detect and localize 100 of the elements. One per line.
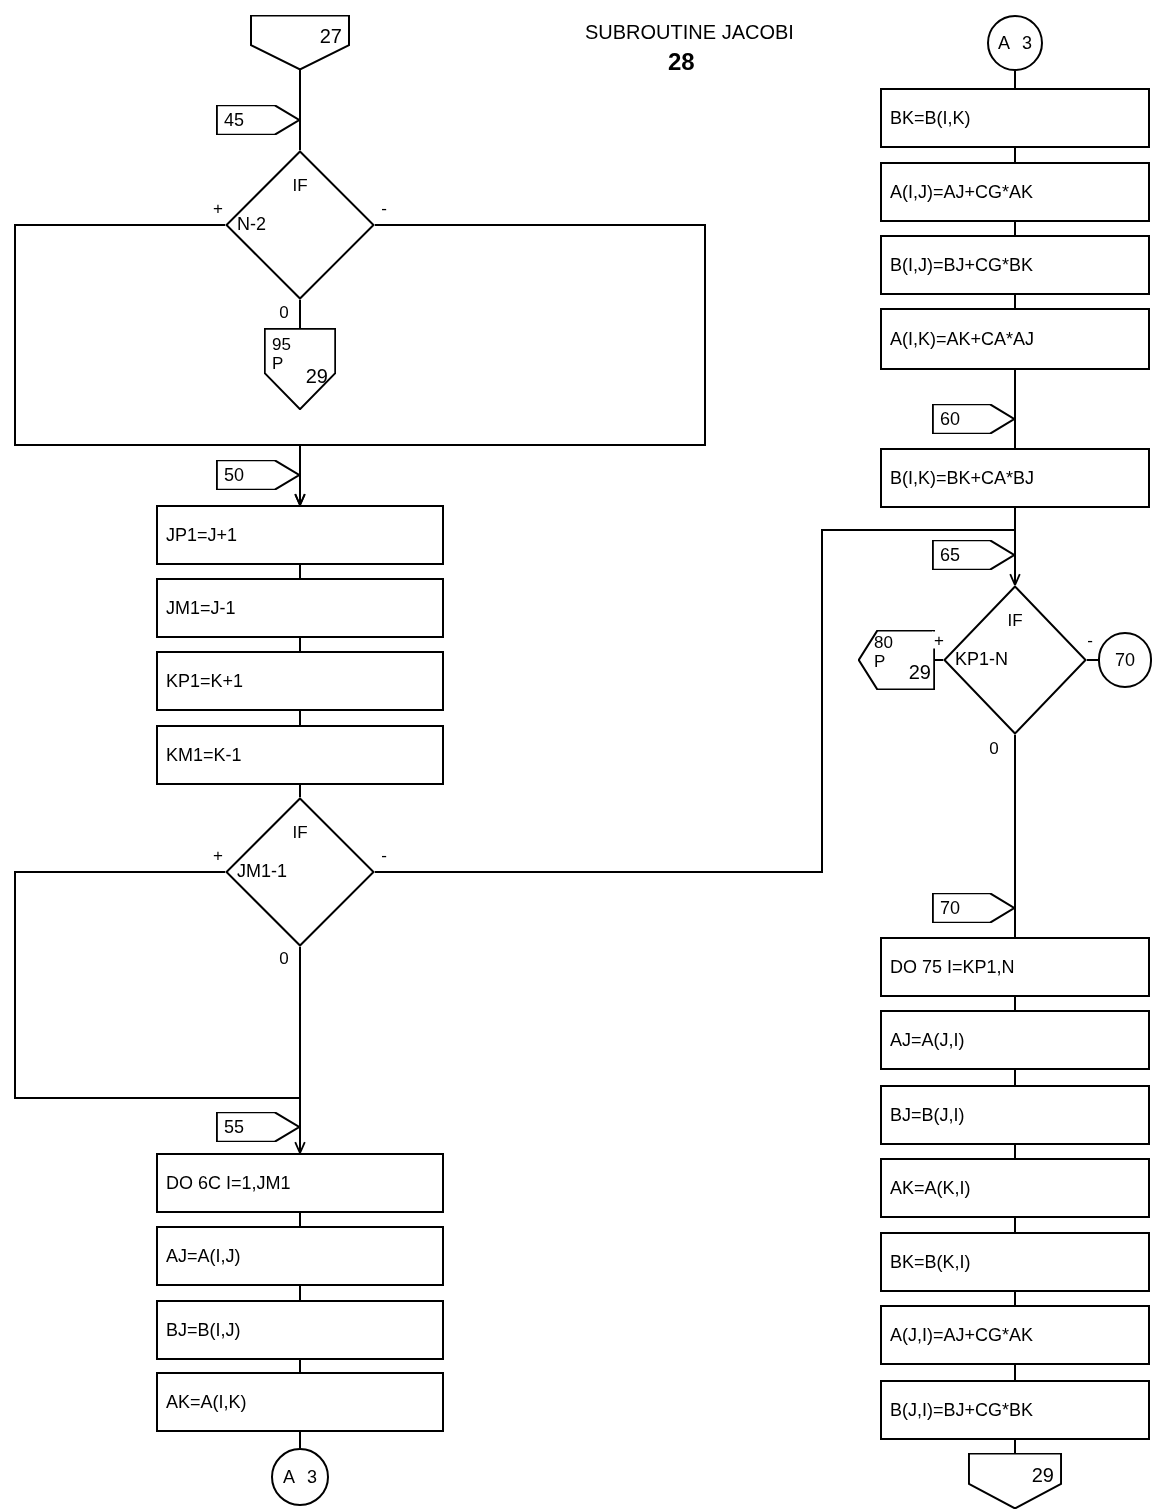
flow-line — [299, 1359, 301, 1373]
connector-label: A — [283, 1468, 295, 1486]
page-number: 29 — [1031, 1465, 1054, 1485]
page-number: 27 — [319, 26, 342, 46]
offpage-connector — [858, 630, 935, 690]
statement-text: B(I,K)=BK+CA*BJ — [890, 469, 1036, 487]
statement-text: JP1=J+1 — [166, 526, 239, 544]
connector-label: P — [874, 653, 887, 670]
flow-line — [1014, 70, 1016, 89]
flow-line — [1014, 147, 1016, 163]
branch-label: + — [932, 631, 946, 649]
flow-line — [299, 1212, 301, 1227]
statement-text: AK=A(K,I) — [890, 1179, 972, 1197]
if-keyword: IF — [1007, 611, 1023, 630]
process-box — [156, 1300, 444, 1360]
process-box — [156, 1372, 444, 1432]
process-box — [880, 88, 1150, 148]
entry-label-flag — [216, 460, 300, 490]
statement-text: AJ=A(J,I) — [890, 1031, 966, 1049]
flow-line — [299, 784, 301, 798]
process-box — [156, 725, 444, 785]
flow-line — [1014, 734, 1016, 938]
statement-number: 65 — [940, 546, 961, 564]
process-box — [880, 235, 1150, 295]
connector-label: 70 — [1115, 651, 1135, 669]
flow-line — [294, 224, 706, 506]
flow-line — [14, 871, 306, 1154]
entry-label-flag — [932, 540, 1015, 570]
branch-label: 0 — [277, 303, 291, 321]
flow-line — [1014, 221, 1016, 236]
statement-text: BK=B(K,I) — [890, 1253, 972, 1271]
offpage-connector — [264, 328, 336, 410]
flow-line — [1014, 1364, 1016, 1381]
flow-line — [299, 637, 301, 652]
statement-text: A(I,J)=AJ+CG*AK — [890, 183, 1035, 201]
statement-text: BJ=B(I,J) — [166, 1321, 242, 1339]
flow-line — [1014, 1217, 1016, 1233]
process-box — [880, 1305, 1150, 1365]
offpage-connector — [250, 15, 350, 70]
connector-label: 95 — [272, 336, 291, 353]
statement-number: 60 — [940, 410, 961, 428]
condition-text: N-2 — [237, 214, 266, 234]
flow-line — [1014, 1291, 1016, 1306]
statement-number: 55 — [224, 1118, 245, 1136]
statement-text: B(I,J)=BJ+CG*BK — [890, 256, 1035, 274]
process-box — [880, 448, 1150, 508]
page-number: 28 — [668, 50, 695, 74]
statement-text: A(I,K)=AK+CA*AJ — [890, 330, 1036, 348]
entry-label-flag — [216, 1112, 300, 1142]
flow-line — [299, 564, 301, 579]
flow-line — [934, 659, 944, 661]
connector-label: 3 — [1022, 34, 1032, 52]
statement-text: BJ=B(J,I) — [890, 1106, 966, 1124]
entry-label-flag — [932, 893, 1015, 923]
decision-diamond — [943, 585, 1087, 735]
statement-text: KM1=K-1 — [166, 746, 243, 764]
process-box — [880, 1232, 1150, 1292]
branch-label: 0 — [277, 949, 291, 967]
flow-line — [1014, 996, 1016, 1011]
flow-line — [299, 1431, 301, 1449]
connector-label: P — [272, 355, 285, 372]
flow-line — [299, 1285, 301, 1301]
process-box — [880, 162, 1150, 222]
process-box — [880, 937, 1150, 997]
process-box — [880, 1010, 1150, 1070]
flow-line — [374, 529, 1021, 873]
flow-line — [299, 710, 301, 726]
connector-label: 3 — [307, 1468, 317, 1486]
process-box — [880, 1085, 1150, 1145]
statement-number: 45 — [224, 111, 245, 129]
title: SUBROUTINE JACOBI — [585, 22, 794, 42]
process-box — [880, 308, 1150, 370]
flow-line — [1014, 294, 1016, 309]
statement-number: 50 — [224, 466, 245, 484]
flow-line — [1086, 659, 1099, 661]
entry-label-flag — [932, 404, 1015, 434]
flow-line — [1014, 1439, 1016, 1454]
flow-line — [1014, 1144, 1016, 1159]
statement-text: JM1=J-1 — [166, 599, 237, 617]
page-number: 29 — [908, 662, 931, 682]
if-keyword: IF — [292, 176, 308, 195]
process-box — [156, 1153, 444, 1213]
offpage-connector — [968, 1453, 1062, 1509]
condition-text: KP1-N — [955, 649, 1008, 669]
statement-text: AK=A(I,K) — [166, 1393, 248, 1411]
statement-text: DO 75 I=KP1,N — [890, 958, 1016, 976]
statement-text: AJ=A(I,J) — [166, 1247, 242, 1265]
connector-label: A — [998, 34, 1010, 52]
process-box — [880, 1158, 1150, 1218]
process-box — [156, 651, 444, 711]
flow-line — [1014, 369, 1016, 449]
process-box — [156, 578, 444, 638]
statement-text: B(J,I)=BJ+CG*BK — [890, 1401, 1035, 1419]
process-box — [880, 1380, 1150, 1440]
page-number: 29 — [305, 366, 328, 386]
flow-line — [299, 69, 301, 151]
flow-line — [1014, 1069, 1016, 1086]
flow-line — [299, 299, 301, 329]
process-box — [156, 1226, 444, 1286]
if-keyword: IF — [292, 823, 308, 842]
